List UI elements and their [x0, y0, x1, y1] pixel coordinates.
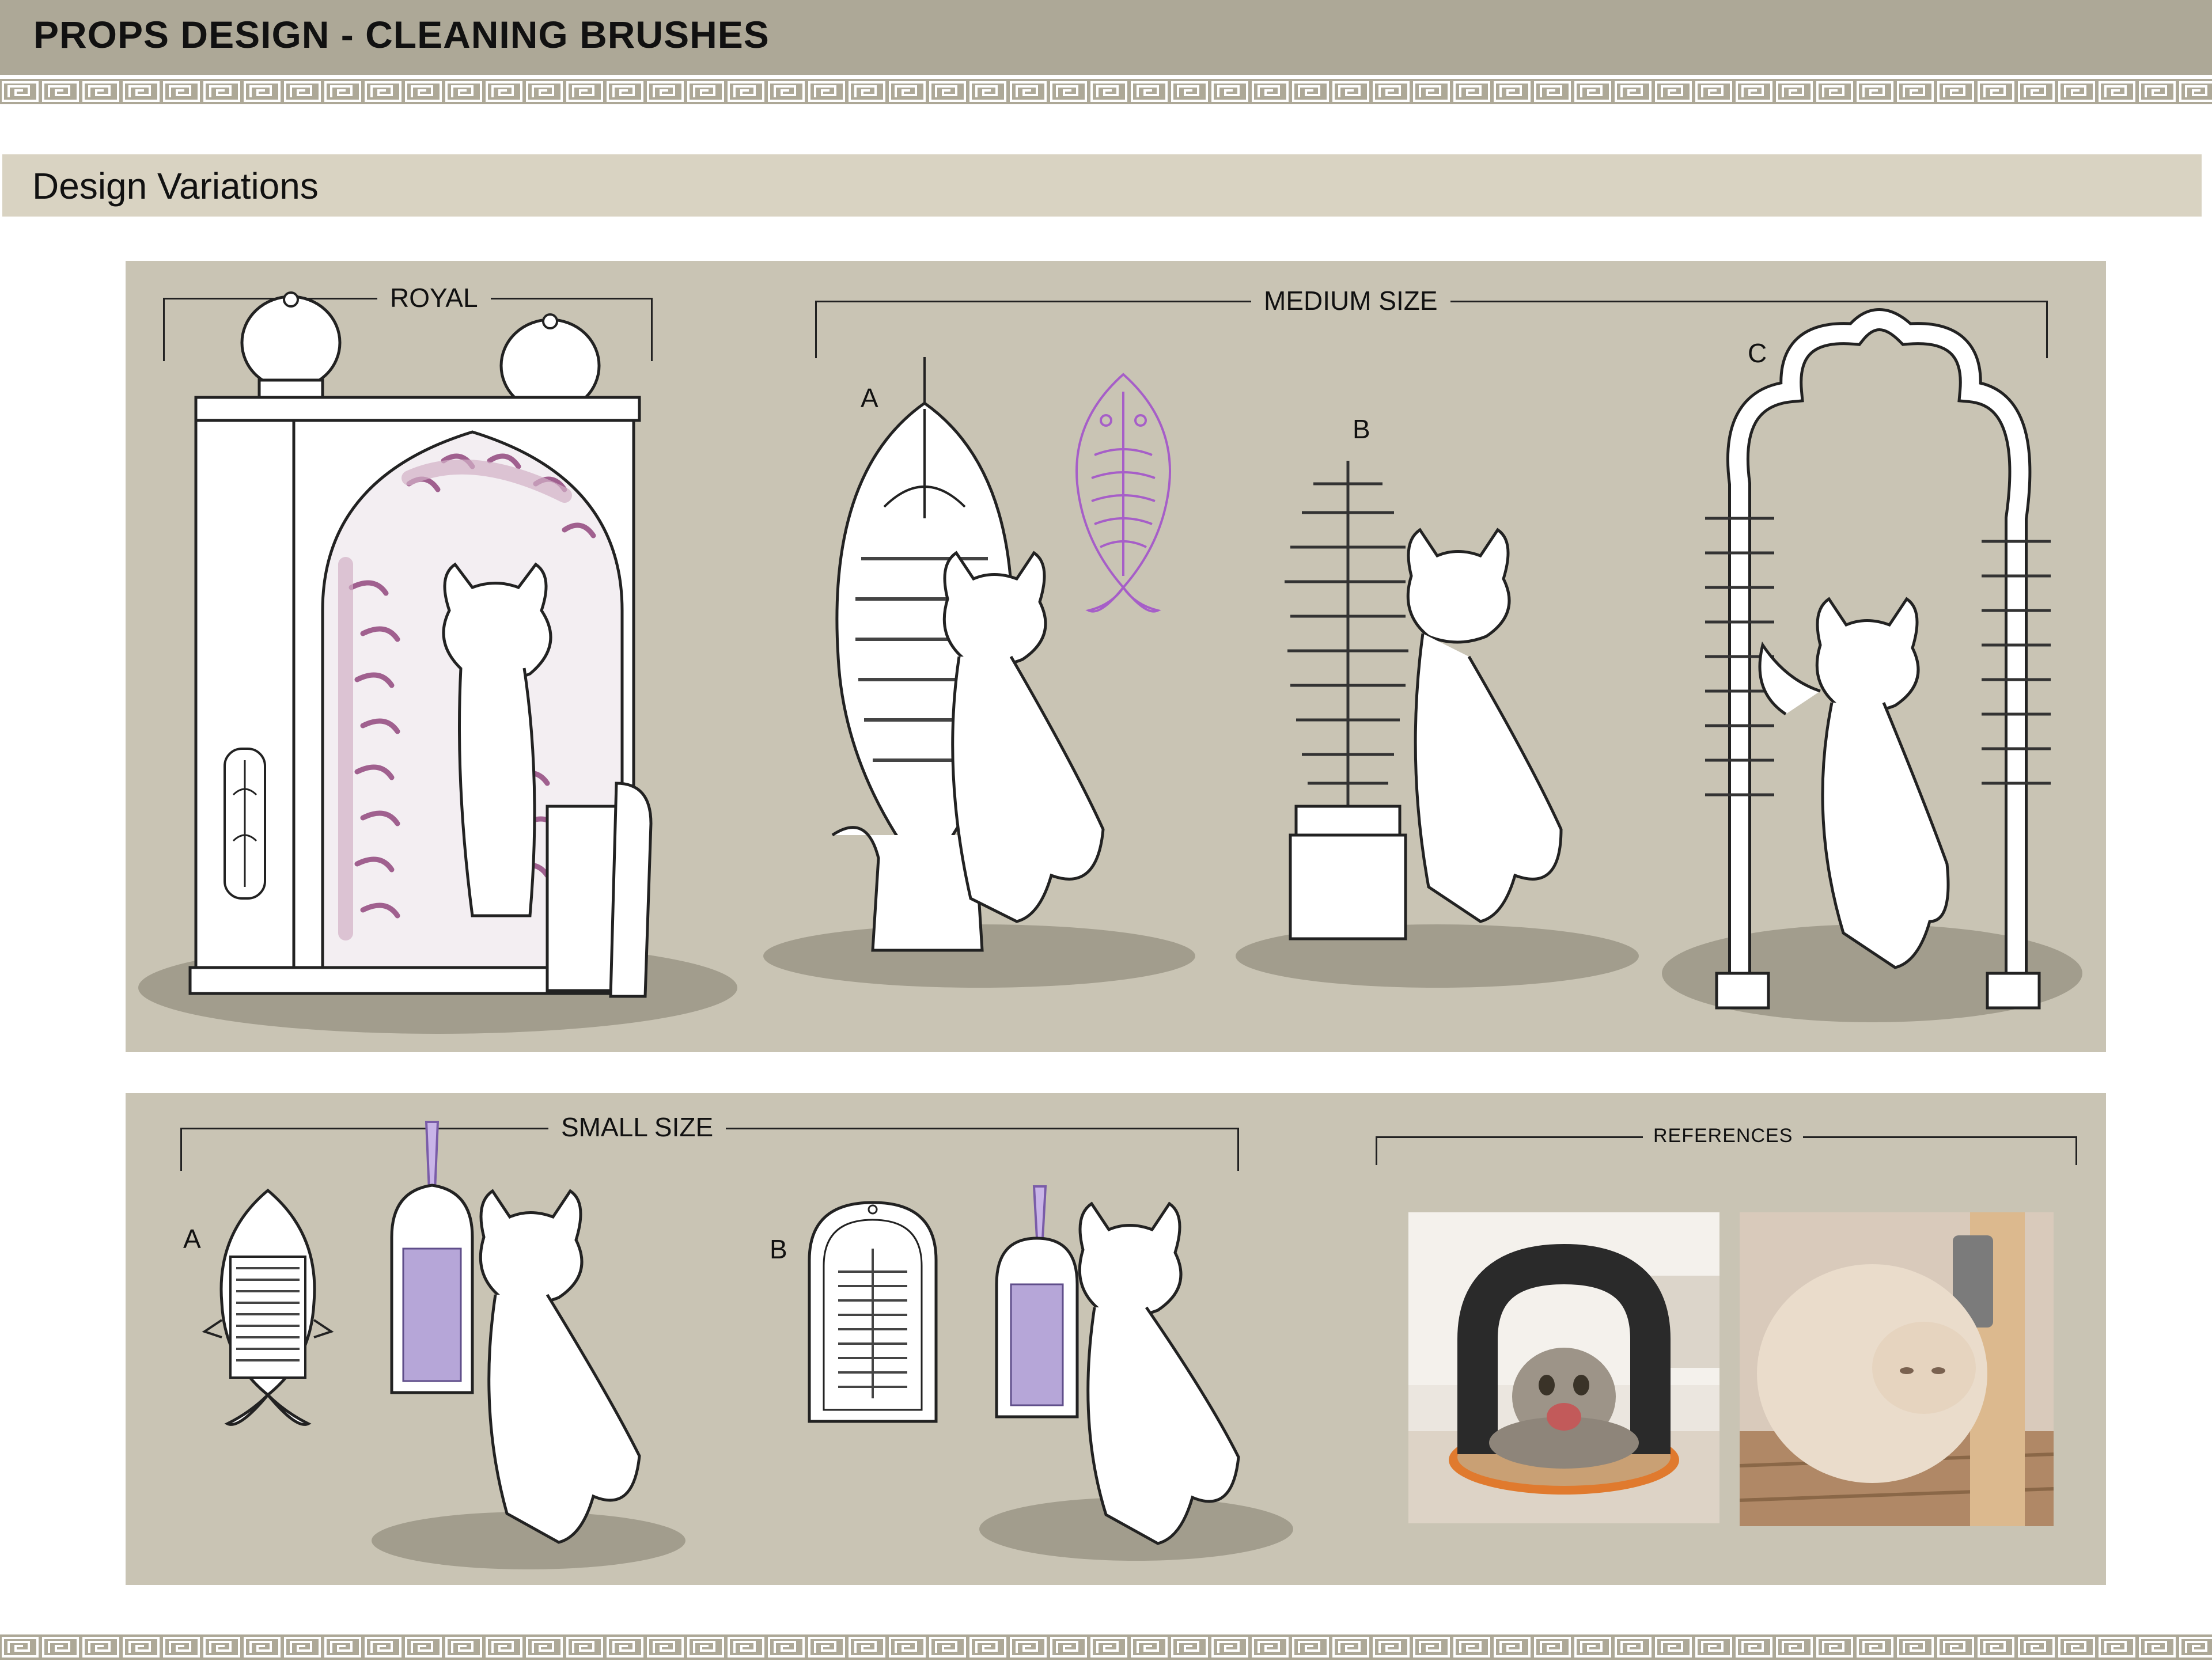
- meander-pattern: [0, 79, 2212, 104]
- small-size-label: SMALL SIZE: [548, 1112, 726, 1143]
- header-bar: [0, 0, 2212, 75]
- medium-b-bristle-pole-illustration: [1285, 461, 1563, 940]
- medium-a-fish-brush-illustration: [831, 357, 1105, 952]
- medium-variant-a-label: A: [861, 383, 878, 413]
- section-title: Design Variations: [32, 165, 319, 207]
- medium-variant-c-label: C: [1748, 338, 1767, 368]
- small-b-hanging-brush-with-cat: [995, 1185, 1240, 1545]
- meander-pattern: [0, 1634, 2212, 1660]
- references-label: REFERENCES: [1643, 1125, 1804, 1147]
- small-a-fish-brush-flat: [202, 1188, 334, 1426]
- page-title: PROPS DESIGN - CLEANING BRUSHES: [33, 13, 770, 56]
- medium-size-label: MEDIUM SIZE: [1251, 285, 1450, 316]
- decorative-border-bottom: [0, 1634, 2212, 1660]
- reference-photo-arch-groomer: [1408, 1212, 1719, 1523]
- medium-variant-b-label: B: [1353, 414, 1370, 444]
- small-a-hanging-brush-with-cat: [390, 1121, 641, 1544]
- small-variant-b-label: B: [770, 1234, 787, 1264]
- royal-wardrobe-illustration: [188, 291, 653, 998]
- fish-skeleton-sketch: [1075, 373, 1171, 613]
- small-variant-a-label: A: [183, 1224, 201, 1254]
- medium-c-arch-brush-illustration: [1705, 308, 2051, 1010]
- reference-photo-corner-groomer: [1740, 1212, 2054, 1526]
- royal-label: ROYAL: [377, 282, 491, 313]
- small-b-arch-brush-flat: [808, 1201, 938, 1423]
- section-band: [2, 154, 2202, 217]
- decorative-border-top: [0, 79, 2212, 104]
